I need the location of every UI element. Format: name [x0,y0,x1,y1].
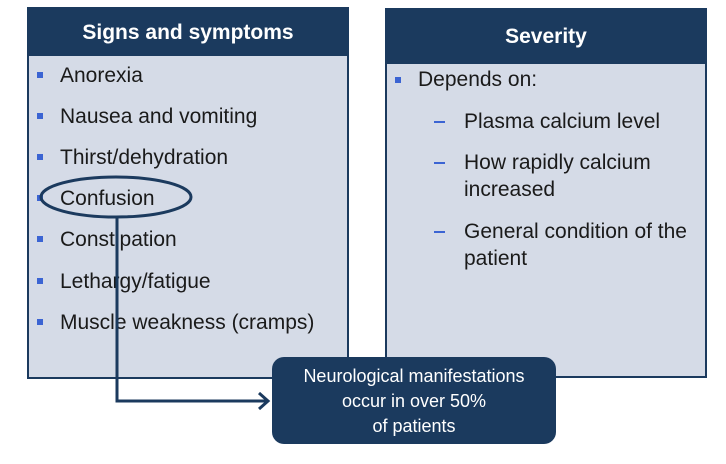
symptom-label: Anorexia [60,64,143,87]
square-bullet-icon [37,72,43,78]
symptom-label: Lethargy/fatigue [60,270,211,293]
sub-item-label: General condition of the patient [464,220,687,270]
symptom-label: Nausea and vomiting [60,105,258,128]
arrowhead-icon [258,391,271,411]
connector-line [115,217,267,403]
symptom-label: Thirst/dehydration [60,146,229,169]
square-bullet-icon [37,319,43,325]
dash-bullet-icon [434,162,445,164]
list-item: Anorexia [29,61,349,91]
callout-line: Neurological manifestations [303,366,525,386]
list-item: Thirst/dehydration [29,143,349,173]
square-bullet-icon [37,113,43,119]
depends-on-label: Depends on: [418,68,538,91]
square-bullet-icon [37,278,43,284]
list-item: Lethargy/fatigue [29,267,349,297]
signs-symptoms-panel: Signs and symptoms Anorexia Nausea and v… [27,7,349,379]
dash-bullet-icon [434,231,445,233]
square-bullet-icon [37,236,43,242]
confusion-highlight-ellipse [39,175,193,219]
symptom-label: Confusion [60,187,155,210]
symptom-label: Muscle weakness (cramps) [60,311,315,334]
severity-panel: Severity Depends on: Plasma calcium leve… [385,8,707,378]
list-item: Nausea and vomiting [29,102,349,132]
signs-symptoms-title: Signs and symptoms [29,9,347,56]
dash-bullet-icon [434,121,445,123]
neurological-callout: Neurological manifestations occur in ove… [272,357,556,444]
sub-item-label: How rapidly calcium increased [464,151,651,201]
callout-line: occur in over 50% [341,391,487,411]
square-bullet-icon [37,154,43,160]
square-bullet-icon [395,77,401,83]
list-item: Muscle weakness (cramps) [29,308,349,338]
callout-line: of patients [372,416,456,436]
severity-title: Severity [387,10,705,64]
sub-item-label: Plasma calcium level [464,110,661,133]
